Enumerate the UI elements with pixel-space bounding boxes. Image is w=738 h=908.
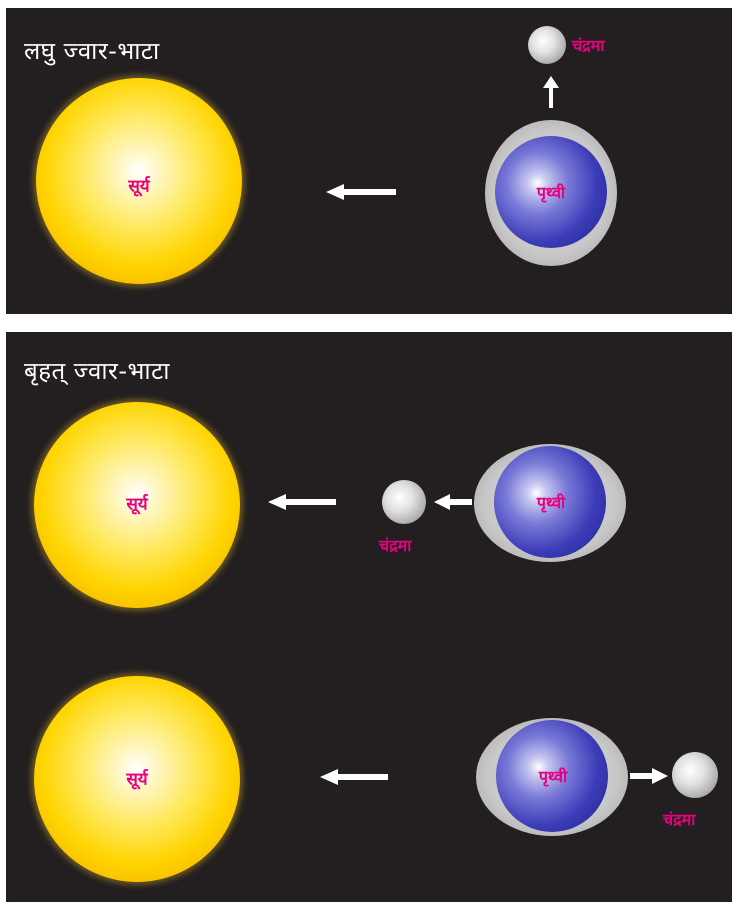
sun — [34, 676, 240, 882]
earth — [496, 720, 608, 832]
spring-tide-title: बृहत् ज्वार-भाटा — [24, 357, 170, 385]
earth — [494, 446, 606, 558]
sun-label: सूर्य — [126, 494, 148, 515]
arrow-left-icon — [268, 494, 336, 510]
moon-label: चंद्रमा — [572, 36, 605, 55]
moon — [382, 480, 426, 524]
moon-label: चंद्रमा — [663, 810, 696, 829]
arrow-right-icon — [630, 768, 668, 784]
sun-label: सूर्य — [128, 176, 150, 197]
earth — [495, 136, 607, 248]
arrow-left-icon — [326, 184, 396, 200]
spring-tide-panel: बृहत् ज्वार-भाटा सूर्य चंद्रमा पृथ्वी सू… — [6, 332, 732, 902]
arrow-left-icon — [320, 769, 388, 785]
arrow-up-icon — [543, 76, 559, 108]
sun — [34, 402, 240, 608]
earth-label: पृथ्वी — [536, 183, 566, 202]
earth-label: पृथ्वी — [536, 493, 566, 512]
arrow-left-icon — [434, 494, 472, 510]
neap-tide-title: लघु ज्वार-भाटा — [24, 37, 160, 65]
sun — [36, 78, 242, 284]
moon — [672, 752, 718, 798]
neap-tide-panel: लघु ज्वार-भाटा सूर्य पृथ्वी चंद्रमा — [6, 8, 732, 314]
moon — [528, 26, 566, 64]
sun-label: सूर्य — [126, 769, 148, 790]
earth-label: पृथ्वी — [538, 767, 568, 786]
moon-label: चंद्रमा — [379, 536, 412, 555]
